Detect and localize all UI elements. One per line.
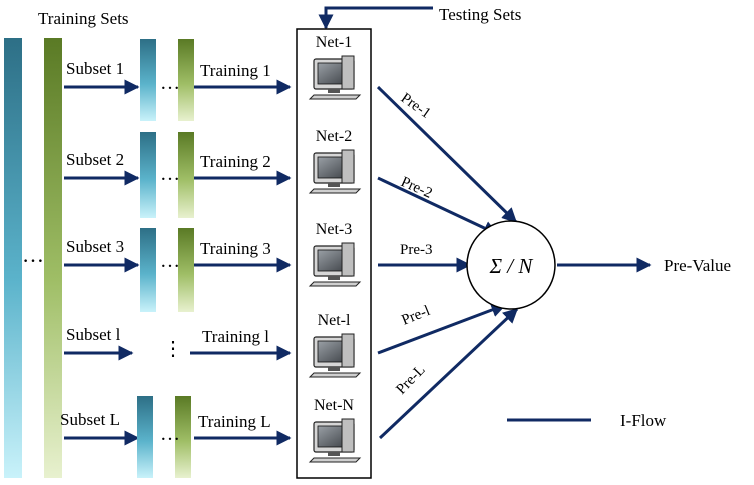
training-sets-label: Training Sets <box>38 9 129 28</box>
subset-label: Subset l <box>66 325 121 344</box>
output-label: Pre-Value <box>664 256 731 275</box>
subset-label: Subset L <box>60 410 120 429</box>
prediction-label: Pre-3 <box>400 242 433 258</box>
prediction-arrow <box>377 302 507 355</box>
training-label: Training 1 <box>200 61 271 80</box>
training-label: Training L <box>198 412 271 431</box>
subset-bar-green <box>178 132 194 218</box>
subset-bar-teal <box>140 132 156 218</box>
prediction-label: Pre-1 <box>398 90 434 122</box>
network-frame <box>296 28 372 479</box>
row-5: Subset L … Training L Net-N <box>60 396 362 478</box>
left-ellipsis: … <box>22 242 44 267</box>
row-3: Subset 3 … Training 3 Net-3 <box>64 221 362 312</box>
testing-sets-arrow <box>318 6 433 30</box>
row-ellipsis: … <box>160 250 180 272</box>
prediction-arrow <box>376 85 518 224</box>
training-set-bar-green <box>44 38 62 478</box>
subset-label: Subset 1 <box>66 59 124 78</box>
row-ellipsis: ⋮ <box>163 338 183 360</box>
prediction-arrow <box>378 307 519 440</box>
net-label: Net-l <box>318 312 351 329</box>
subset-bar-green <box>178 228 194 312</box>
net-label: Net-2 <box>316 128 352 145</box>
prediction-label: Pre-L <box>393 362 428 398</box>
sum-node <box>466 220 556 310</box>
row-2: Subset 2 … Training 2 Net-2 <box>64 128 362 218</box>
subset-bar-green <box>175 396 191 478</box>
subset-label: Subset 2 <box>66 150 124 169</box>
subset-label: Subset 3 <box>66 237 124 256</box>
computer-icon <box>308 149 362 194</box>
subset-bar-green <box>178 39 194 121</box>
sum-symbol: Σ / N <box>489 254 534 278</box>
row-ellipsis: … <box>160 163 180 185</box>
net-label: Net-3 <box>316 221 352 238</box>
row-4: Subset l ⋮ Training l Net-l <box>64 312 362 378</box>
row-ellipsis: … <box>160 423 180 445</box>
subset-bar-teal <box>140 228 156 312</box>
legend-label: I-Flow <box>620 411 667 430</box>
prediction-label: Pre-l <box>400 303 433 329</box>
subset-bar-teal <box>140 39 156 121</box>
training-set-bar-teal <box>4 38 22 478</box>
testing-sets-label: Testing Sets <box>439 5 521 24</box>
subset-bar-teal <box>137 396 153 478</box>
training-label: Training l <box>202 327 269 346</box>
row-ellipsis: … <box>160 72 180 94</box>
training-label: Training 3 <box>200 239 271 258</box>
net-label: Net-1 <box>316 34 352 51</box>
computer-icon <box>308 333 362 378</box>
prediction-arrow <box>377 176 499 236</box>
row-1: Subset 1 … Training 1 Net-1 <box>64 34 362 121</box>
computer-icon <box>308 418 362 463</box>
computer-icon <box>308 55 362 100</box>
computer-icon <box>308 242 362 287</box>
training-label: Training 2 <box>200 152 271 171</box>
net-label: Net-N <box>314 397 354 414</box>
